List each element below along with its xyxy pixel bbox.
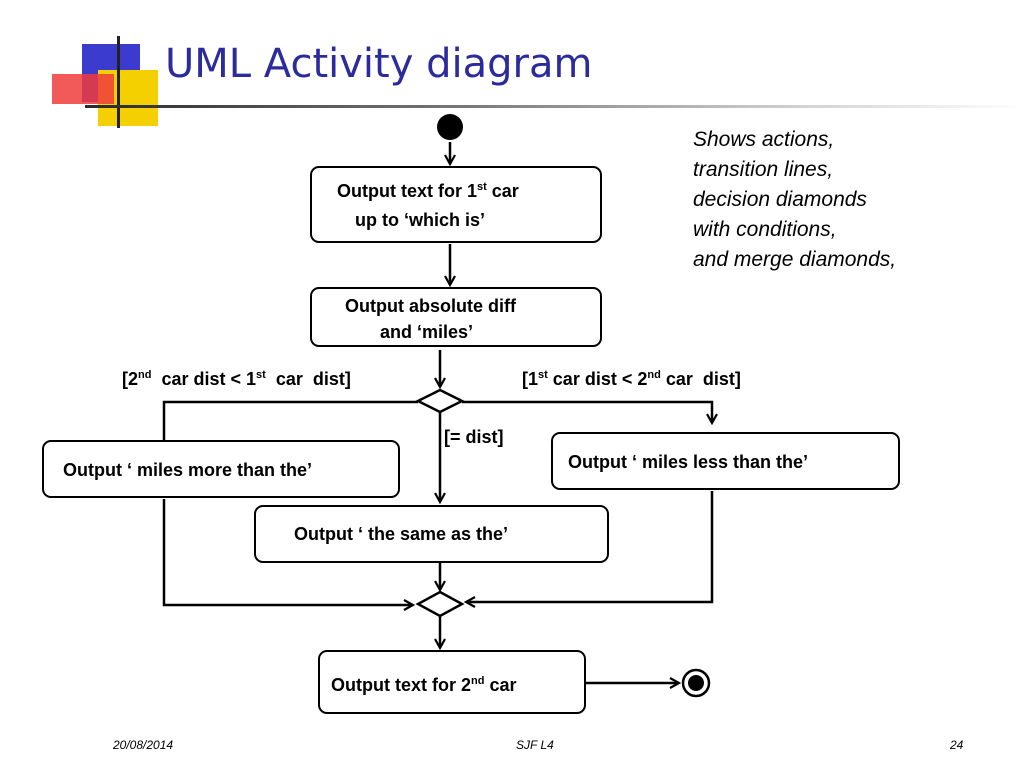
guard-right-s2: nd — [647, 369, 661, 381]
activity-label: Output ‘ miles less than the’ — [568, 452, 809, 472]
logo-red-square — [52, 74, 114, 104]
guard-right-p2: car dist < 2 — [547, 369, 648, 389]
a1-text-sup: st — [477, 181, 487, 193]
activity-text-line2: and ‘miles’ — [380, 322, 474, 342]
note-line: transition lines, — [693, 158, 834, 181]
guard-left-s1: nd — [138, 369, 152, 381]
final-text-pre: Output text for 2 — [331, 675, 471, 695]
slide-title: UML Activity diagram — [165, 41, 593, 87]
activity-miles-more-than: Output ‘ miles more than the’ — [42, 440, 400, 498]
transition-more-merge — [162, 499, 413, 605]
guard-right: [1st car dist < 2nd car dist] — [522, 368, 741, 390]
guard-equal: [= dist] — [444, 427, 504, 447]
activity-label: Output ‘ miles more than the’ — [63, 460, 313, 480]
activity-label: Output ‘ the same as the’ — [294, 524, 509, 544]
slide-logo — [52, 36, 158, 128]
side-note: Shows actions, transition lines, decisio… — [693, 125, 896, 275]
final-text-post: car — [484, 675, 517, 695]
activity-output-absolute-diff: Output absolute diff and ‘miles’ — [310, 287, 602, 347]
a1-text-pre: Output text for 1 — [337, 181, 477, 201]
initial-node — [437, 114, 463, 140]
transition-decision-less — [462, 400, 712, 423]
activity-output-first-car: Output text for 1st car up to ‘which is’ — [310, 166, 602, 243]
decision-diamond — [415, 388, 465, 414]
guard-right-s1: st — [538, 369, 548, 381]
transition-less-merge — [466, 491, 714, 602]
footer-center: SJF L4 — [516, 738, 554, 752]
guard-left-s2: st — [256, 369, 266, 381]
note-line: and merge diamonds, — [693, 248, 897, 271]
title-underline — [85, 105, 1024, 108]
final-text-sup: nd — [471, 675, 485, 687]
guard-left-p2: car dist < 1 — [151, 369, 257, 389]
merge-diamond — [415, 590, 465, 618]
activity-label: Output text for 2nd car — [331, 672, 516, 698]
activity-text-line1: Output absolute diff — [345, 296, 516, 316]
guard-right-p1: [1 — [522, 369, 539, 389]
guard-right-p3: car dist] — [660, 369, 741, 389]
final-node-dot — [688, 675, 704, 691]
guard-left-p1: [2 — [122, 369, 139, 389]
activity-text-line2: up to ‘which is’ — [355, 210, 485, 230]
activity-output-second-car: Output text for 2nd car — [318, 650, 586, 714]
activity-same-as: Output ‘ the same as the’ — [254, 505, 609, 563]
a1-text-post: car — [486, 181, 519, 201]
footer-date: 20/08/2014 — [113, 738, 174, 752]
activity-miles-less-than: Output ‘ miles less than the’ — [551, 432, 900, 490]
guard-left-p3: car dist] — [265, 369, 351, 389]
logo-vertical-bar — [117, 36, 120, 128]
guard-left: [2nd car dist < 1st car dist] — [122, 368, 351, 390]
transition-decision-more — [162, 400, 418, 440]
footer-page-number: 24 — [950, 738, 964, 752]
note-line: with conditions, — [693, 218, 837, 241]
note-line: Shows actions, — [693, 128, 835, 151]
note-line: decision diamonds — [693, 188, 867, 211]
activity-text-line1: Output text for 1st car — [337, 178, 519, 204]
